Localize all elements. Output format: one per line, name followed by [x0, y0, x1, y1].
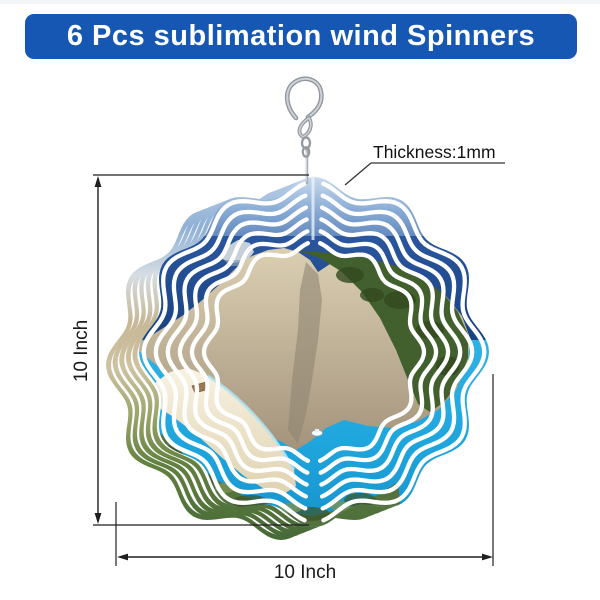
thickness-label: Thickness:1mm [373, 142, 496, 162]
top-edge-strip [0, 0, 600, 4]
ring-cut-line [177, 217, 309, 487]
cliff-crevice-shadow [288, 262, 322, 444]
ring-cut-line [320, 193, 475, 511]
width-dimension-label: 10 Inch [274, 562, 336, 583]
ring-cut-line [318, 229, 439, 475]
ring-cut-line [189, 229, 310, 475]
height-dimension-label: 10 Inch [71, 320, 92, 382]
ring-cut-line [319, 205, 463, 499]
ring-cut-line [317, 241, 427, 463]
dimension-arrowheads [94, 176, 493, 561]
banner-label: 6 Pcs sublimation wind Spinners [66, 20, 536, 52]
ring-cut-line [153, 193, 308, 511]
thickness-annotation: Thickness:1mm [344, 142, 505, 186]
dimension-annotations [93, 174, 494, 566]
ring-cut-line [165, 205, 309, 499]
ring-cut-line [321, 181, 487, 523]
ring-cut-lines [141, 181, 487, 523]
title-banner: 6 Pcs sublimation wind Spinners [25, 14, 577, 59]
boat [311, 429, 323, 437]
ring-cut-line [319, 217, 451, 487]
ring-cut-line [141, 181, 307, 523]
ring-cut-line [201, 241, 311, 463]
hook-icon [284, 76, 324, 185]
